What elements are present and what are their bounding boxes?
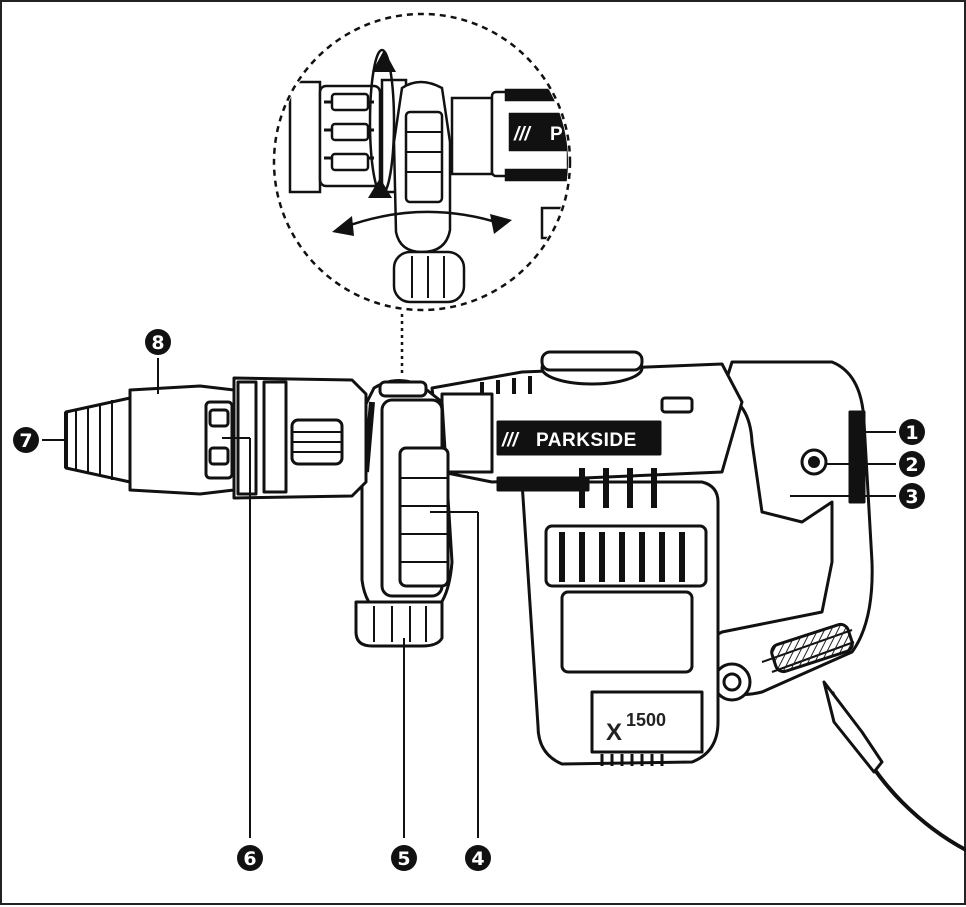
callout-5: 5 xyxy=(391,845,417,871)
svg-text:3: 3 xyxy=(905,486,918,508)
callout-6: 6 xyxy=(237,845,263,871)
model-plate: X 1500 xyxy=(606,710,666,746)
callout-4: 4 xyxy=(465,845,491,871)
inset-brand-slashes: /// xyxy=(513,124,532,145)
svg-text:1: 1 xyxy=(905,422,918,444)
callout-2: 2 xyxy=(899,451,925,477)
svg-text:8: 8 xyxy=(151,332,164,354)
callout-3: 3 xyxy=(899,483,925,509)
detail-inset: /// P xyxy=(272,12,572,312)
lock-button-center xyxy=(808,456,820,468)
callout-1: 1 xyxy=(899,419,925,445)
svg-text:5: 5 xyxy=(397,848,410,870)
svg-text:7: 7 xyxy=(19,430,32,452)
hammer-body xyxy=(64,350,966,852)
model-number: 1500 xyxy=(626,710,666,730)
svg-text:6: 6 xyxy=(243,848,256,870)
brand-name: PARKSIDE xyxy=(536,430,637,451)
callout-8: 8 xyxy=(145,329,171,355)
svg-text:2: 2 xyxy=(905,454,918,476)
leader-lines xyxy=(42,358,896,838)
inset-brand-name: P xyxy=(550,124,563,145)
model-x: X xyxy=(606,719,622,746)
brand-slashes: /// xyxy=(501,430,520,451)
callout-7: 7 xyxy=(13,427,39,453)
arrowheads xyxy=(332,50,512,236)
svg-text:4: 4 xyxy=(471,848,484,870)
